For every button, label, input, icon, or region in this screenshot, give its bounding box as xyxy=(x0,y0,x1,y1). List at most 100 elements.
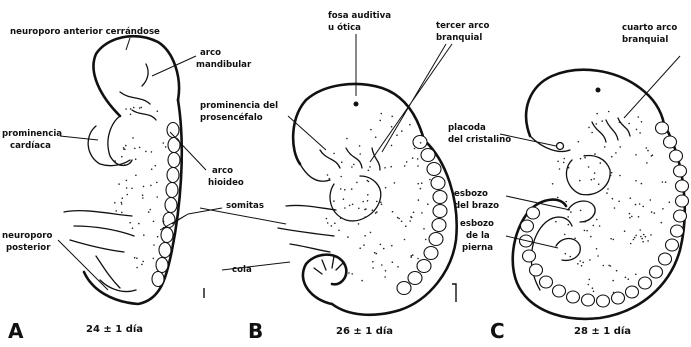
stipple-dot xyxy=(394,182,396,184)
stipple-dot xyxy=(594,153,596,155)
stipple-dot xyxy=(580,210,582,212)
stipple-dot xyxy=(132,227,134,229)
stipple-dot xyxy=(364,235,366,237)
label-fosa-auditiva-1: fosa auditiva xyxy=(328,11,391,21)
stipple-dot xyxy=(363,244,365,246)
stipple-dot xyxy=(121,212,123,214)
stipple-dot xyxy=(413,212,415,214)
label-esbozo-pierna-3: pierna xyxy=(462,243,493,253)
stipple-dot xyxy=(584,155,586,157)
stipple-dot xyxy=(643,234,645,236)
stipple-dot xyxy=(640,236,642,238)
stipple-dot xyxy=(376,201,378,203)
age-caption-a: 24 ± 1 día xyxy=(86,323,143,335)
label-neuroporo-anterior: neuroporo anterior cerrándose xyxy=(10,27,160,37)
stipple-dot xyxy=(338,230,340,232)
stipple-dot xyxy=(341,259,343,261)
stipple-dot xyxy=(156,182,158,184)
stipple-dot xyxy=(604,146,606,148)
stipple-dot xyxy=(559,168,561,170)
stipple-dot xyxy=(650,234,652,236)
stipple-dot xyxy=(143,234,145,236)
stipple-dot xyxy=(592,287,594,289)
stipple-dot xyxy=(367,180,369,182)
stipple-dot xyxy=(635,274,637,276)
stipple-dot xyxy=(343,198,345,200)
stipple-dot xyxy=(611,172,613,174)
stipple-dot xyxy=(374,252,376,254)
stipple-dot xyxy=(134,148,136,150)
embryo-a: neuroporo anterior cerrándose arco mandi… xyxy=(2,27,264,343)
label-esbozo-brazo-1: esbozo xyxy=(454,189,488,199)
stipple-dot xyxy=(383,248,385,250)
stipple-dot xyxy=(574,238,576,240)
stipple-dot xyxy=(631,216,633,218)
stipple-dot xyxy=(639,132,641,134)
label-placoda-cristalino-1: placoda xyxy=(448,123,486,133)
stipple-dot xyxy=(127,194,129,196)
stipple-dot xyxy=(661,222,663,224)
stipple-dot xyxy=(579,260,581,262)
stipple-dot xyxy=(641,238,643,240)
stipple-dot xyxy=(364,216,366,218)
stipple-dot xyxy=(333,153,335,155)
label-arco-hioideo-2: hioideo xyxy=(208,178,244,188)
stipple-dot xyxy=(588,166,590,168)
stipple-dot xyxy=(163,221,165,223)
label-cola: cola xyxy=(232,265,252,275)
stipple-dot xyxy=(552,183,554,185)
stipple-dot xyxy=(616,270,618,272)
stipple-dot xyxy=(607,188,609,190)
label-somitas: somitas xyxy=(226,201,264,211)
stipple-dot xyxy=(376,253,378,255)
stipple-dot xyxy=(563,162,565,164)
stipple-dot xyxy=(586,230,588,232)
stipple-dot xyxy=(420,188,422,190)
stipple-dot xyxy=(625,277,627,279)
stipple-dot xyxy=(132,137,134,139)
stipple-dot xyxy=(381,204,383,206)
stipple-dot xyxy=(401,130,403,132)
stipple-dot xyxy=(610,265,612,267)
stipple-dot xyxy=(647,150,649,152)
stipple-dot xyxy=(348,272,350,274)
stipple-dot xyxy=(608,111,610,113)
stipple-dot xyxy=(578,141,580,143)
label-prominencia-prosencefalo-2: prosencéfalo xyxy=(200,112,263,123)
stipple-dot xyxy=(584,221,586,223)
stipple-dot xyxy=(418,199,420,201)
stipple-dot xyxy=(425,239,427,241)
stipple-dot xyxy=(619,146,621,148)
stipple-dot xyxy=(155,165,157,167)
stipple-dot xyxy=(606,192,608,194)
stipple-dot xyxy=(392,211,394,213)
stipple-dot xyxy=(401,221,403,223)
stipple-dot xyxy=(145,151,147,153)
stipple-dot xyxy=(636,129,638,131)
stipple-dot xyxy=(565,253,567,255)
stipple-dot xyxy=(611,156,613,158)
stipple-dot xyxy=(379,120,381,122)
stipple-dot xyxy=(340,176,342,178)
stipple-dot xyxy=(417,165,419,167)
stipple-dot xyxy=(340,258,342,260)
stipple-dot xyxy=(142,197,144,199)
stipple-dot xyxy=(557,197,559,199)
stipple-dot xyxy=(369,166,371,168)
stipple-dot xyxy=(129,222,131,224)
stipple-dot xyxy=(610,175,612,177)
stipple-dot xyxy=(420,142,422,144)
stipple-dot xyxy=(361,280,363,282)
label-esbozo-pierna-2: de la xyxy=(466,231,490,241)
label-tercer-arco-2: branquial xyxy=(436,33,482,43)
stipple-dot xyxy=(598,183,600,185)
stipple-dot xyxy=(157,236,159,238)
stipple-dot xyxy=(600,162,602,164)
stipple-dot xyxy=(123,147,125,149)
stipple-dot xyxy=(654,212,656,214)
label-esbozo-brazo-2: del brazo xyxy=(454,201,499,211)
stipple-dot xyxy=(327,222,329,224)
stipple-dot xyxy=(358,208,360,210)
stipple-dot xyxy=(597,255,599,257)
